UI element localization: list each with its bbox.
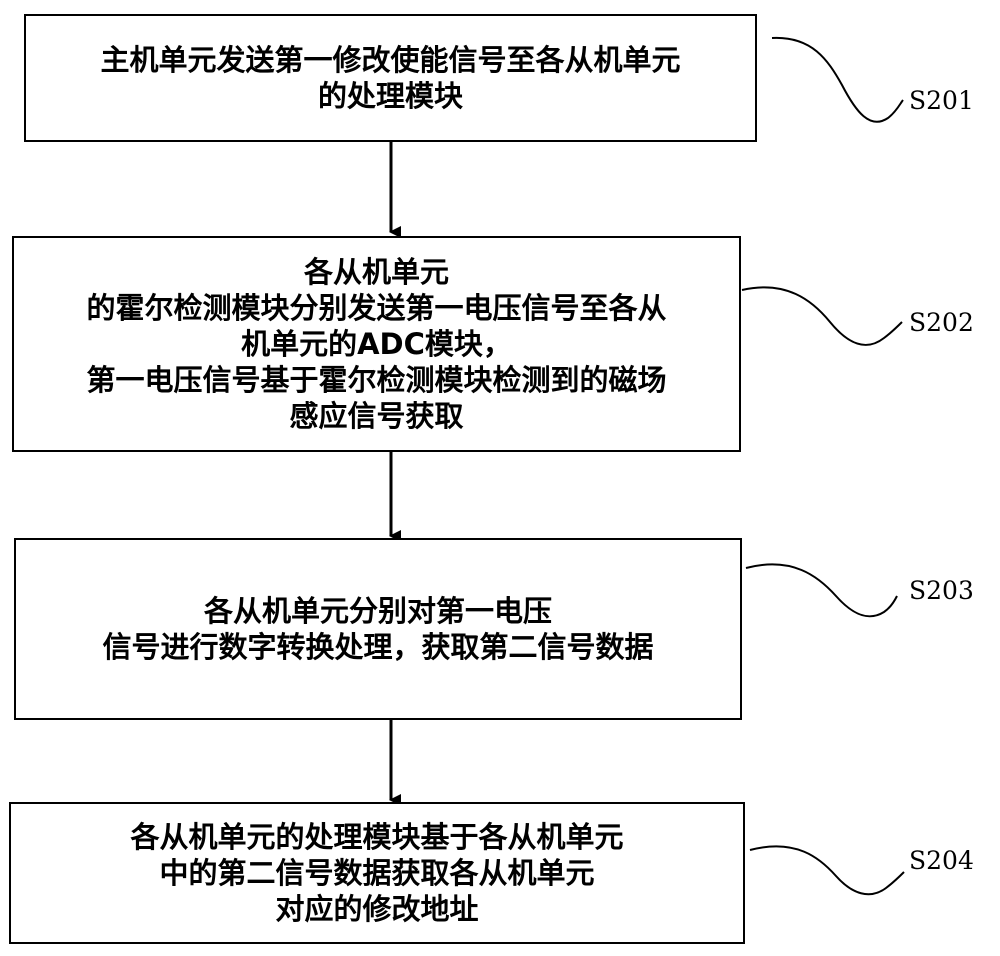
step-label-s204: S204	[909, 846, 974, 875]
text-line: 信号进行数字转换处理，获取第二信号数据	[102, 630, 654, 664]
text-line: 的处理模块	[317, 79, 463, 113]
step-text-s202: 各从机单元 的霍尔检测模块分别发送第一电压信号至各从 机单元的ADC模块， 第一…	[86, 254, 666, 434]
leader-line-s204	[749, 845, 905, 896]
step-box-s202: 各从机单元 的霍尔检测模块分别发送第一电压信号至各从 机单元的ADC模块， 第一…	[12, 236, 741, 452]
text-line: 第一电压信号基于霍尔检测模块检测到的磁场	[86, 363, 667, 397]
text-line: 的霍尔检测模块分别发送第一电压信号至各从	[86, 291, 667, 325]
step-text-s201: 主机单元发送第一修改使能信号至各从机单元 的处理模块	[100, 42, 680, 114]
leader-line-s202	[741, 286, 903, 346]
step-box-s201: 主机单元发送第一修改使能信号至各从机单元 的处理模块	[24, 14, 757, 142]
text-line: 感应信号获取	[289, 399, 464, 433]
leader-line-s201	[771, 36, 904, 123]
step-box-s204: 各从机单元的处理模块基于各从机单元 中的第二信号数据获取各从机单元 对应的修改地…	[9, 802, 745, 944]
text-line: 中的第二信号数据获取各从机单元	[159, 856, 595, 890]
step-text-s204: 各从机单元的处理模块基于各从机单元 中的第二信号数据获取各从机单元 对应的修改地…	[130, 819, 623, 927]
step-label-s203: S203	[909, 576, 974, 605]
text-line: 各从机单元	[303, 255, 449, 289]
text-line: 机单元的ADC模块，	[241, 327, 512, 361]
step-label-s202: S202	[909, 308, 974, 337]
text-line: 对应的修改地址	[275, 892, 479, 926]
text-line: 各从机单元的处理模块基于各从机单元	[130, 820, 624, 854]
step-box-s203: 各从机单元分别对第一电压 信号进行数字转换处理，获取第二信号数据	[14, 538, 742, 720]
text-line: 各从机单元分别对第一电压	[203, 594, 552, 628]
step-text-s203: 各从机单元分别对第一电压 信号进行数字转换处理，获取第二信号数据	[102, 593, 653, 665]
step-label-s201: S201	[909, 86, 974, 115]
leader-line-s203	[745, 563, 898, 618]
text-line: 主机单元发送第一修改使能信号至各从机单元	[100, 43, 681, 77]
